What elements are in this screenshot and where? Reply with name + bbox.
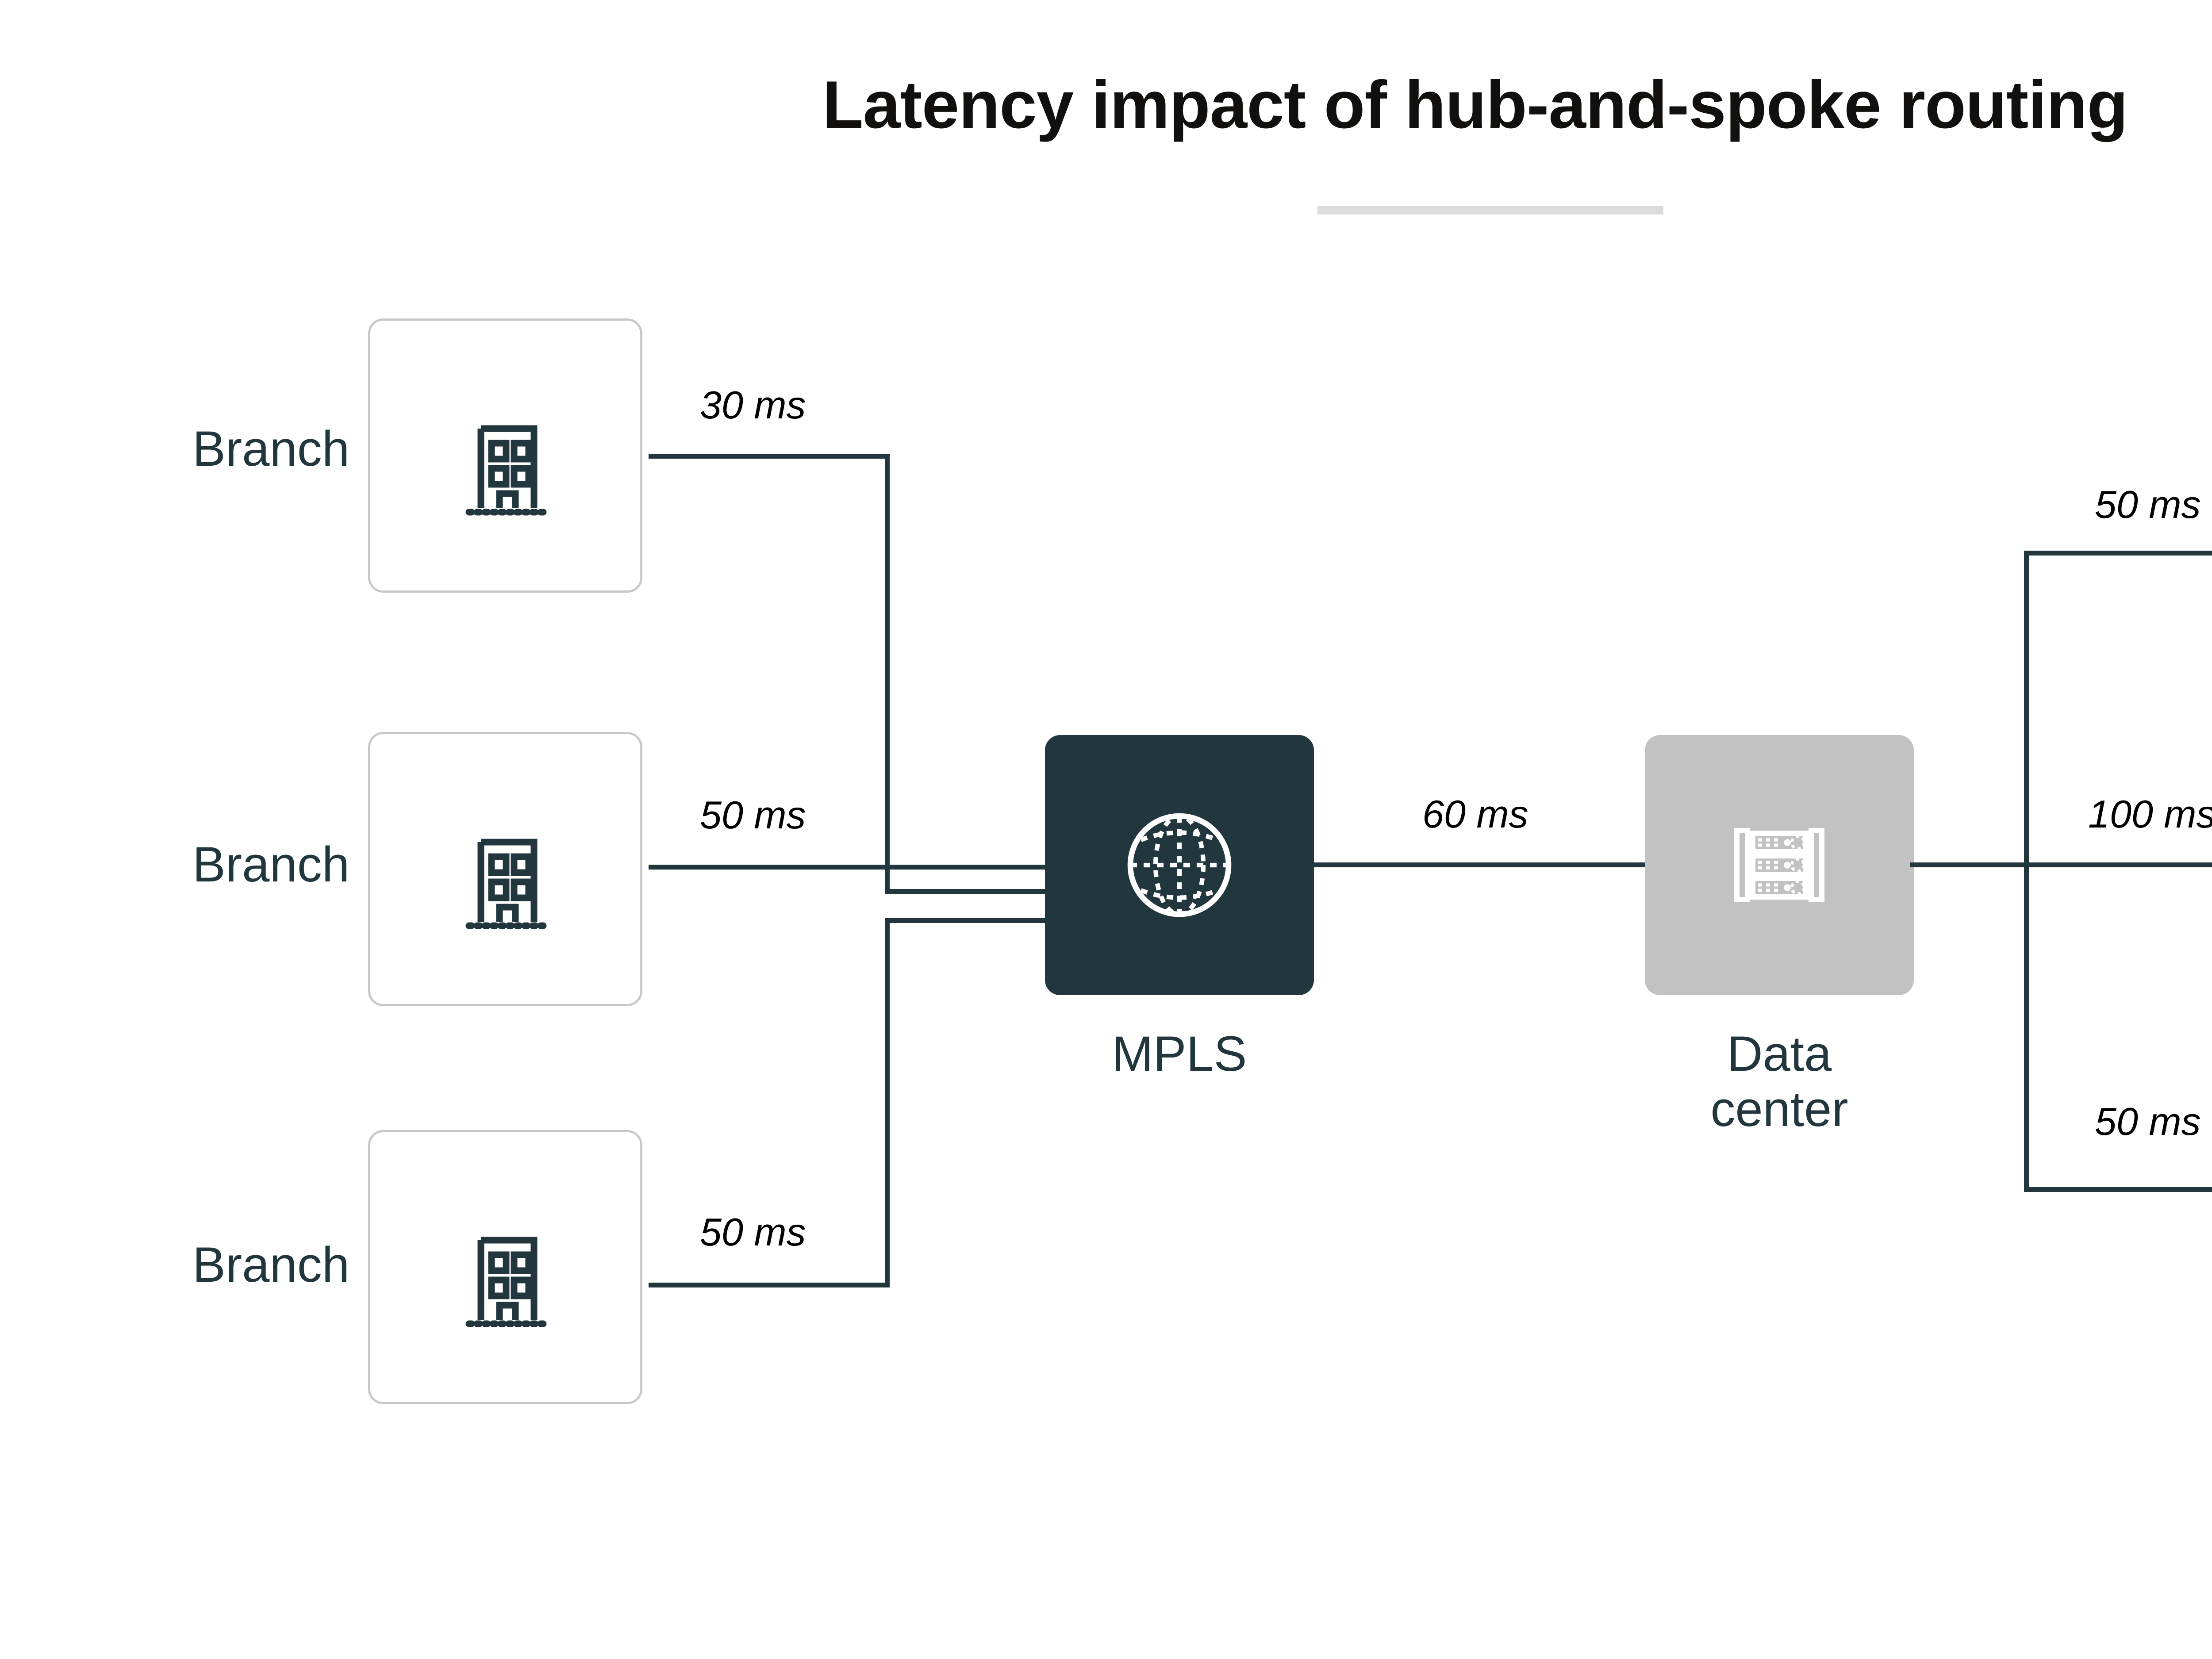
latency-label-branch-3: 50 ms: [700, 1210, 806, 1254]
latency-label-branch-2: 50 ms: [700, 793, 806, 837]
latency-label-dest-2: 100 ms: [2088, 792, 2212, 836]
wire-right-trunk: [2024, 551, 2029, 1192]
mpls-node[interactable]: [1045, 735, 1314, 995]
server-rack-icon: [1734, 828, 1824, 902]
title-divider: [1317, 206, 1663, 215]
wire-hub-to-datacenter: [1310, 862, 1647, 867]
latency-label-branch-1: 30 ms: [700, 383, 806, 427]
branch-label-1: Branch: [192, 421, 349, 476]
wire-branch3-h2: [885, 918, 1048, 923]
wire-branch3-v: [885, 918, 890, 1287]
wire-branch2-h: [649, 865, 1051, 870]
latency-label-dest-1: 50 ms: [2095, 483, 2201, 526]
wire-branch1-h2: [885, 889, 1048, 894]
mpls-label: MPLS: [1112, 1026, 1247, 1081]
office-building-icon: [465, 839, 549, 929]
wire-dest1: [2024, 551, 2212, 556]
datacenter-label: Data center: [1710, 1026, 1848, 1137]
wire-dest2: [2024, 862, 2212, 867]
wire-dest3: [2024, 1187, 2212, 1192]
office-building-icon: [465, 1237, 549, 1327]
branch-box-3[interactable]: [368, 1130, 642, 1404]
wire-branch3-h1: [649, 1283, 890, 1287]
datacenter-node[interactable]: [1645, 735, 1914, 995]
wire-branch1-h1: [649, 454, 890, 459]
page-title: Latency impact of hub-and-spoke routing: [822, 67, 2128, 142]
branch-label-3: Branch: [192, 1237, 349, 1292]
branch-box-1[interactable]: [368, 318, 642, 593]
branch-box-2[interactable]: [368, 732, 642, 1006]
latency-label-dest-3: 50 ms: [2095, 1100, 2201, 1143]
latency-label-hub-to-datacenter: 60 ms: [1422, 792, 1528, 836]
globe-icon: [1127, 813, 1232, 917]
wire-branch1-v: [885, 454, 890, 894]
wire-datacenter-to-trunk: [1910, 862, 2029, 867]
office-building-icon: [465, 425, 549, 516]
branch-label-2: Branch: [192, 837, 349, 892]
